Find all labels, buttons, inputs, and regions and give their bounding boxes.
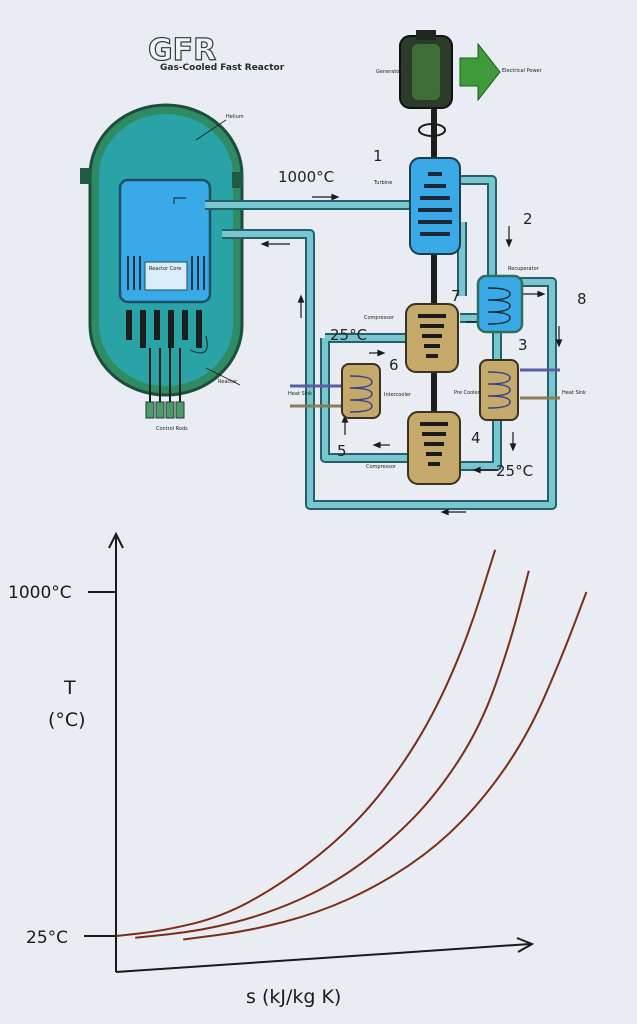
- state-point-8: 8: [577, 290, 587, 308]
- compressor-low: [407, 411, 461, 485]
- precooler-outlet-temperature: 25°C: [496, 462, 533, 480]
- x-axis: [115, 943, 531, 973]
- reactor-label: Reactor: [218, 379, 238, 385]
- logo-title: GFR: [148, 33, 216, 68]
- control-rods-label: Control Rods: [156, 426, 188, 432]
- state-point-6: 6: [389, 356, 399, 374]
- gfr-schematic: GFR Gas-Cooled Fast Reactor: [80, 30, 587, 516]
- shaft: [431, 108, 437, 476]
- turbine-inlet-temperature: 1000°C: [278, 168, 334, 186]
- compressor-bottom-label: Compressor: [366, 464, 397, 470]
- reactor-core-label: Reactor Core: [149, 266, 181, 272]
- y-axis-label-unit: (°C): [48, 709, 86, 731]
- turbine-label: Turbine: [373, 180, 392, 186]
- heat-sink-left-label: Heat Sink: [288, 391, 312, 397]
- pre-cooler: [479, 359, 519, 421]
- y-axis-arrowhead: [108, 531, 124, 549]
- turbine: [409, 157, 461, 255]
- recuperator: [476, 274, 524, 334]
- y-tick-label-1000: 1000°C: [8, 583, 72, 603]
- state-point-1: 1: [373, 147, 383, 165]
- logo-subtitle: Gas-Cooled Fast Reactor: [160, 63, 285, 73]
- helium-label: Helium: [226, 114, 244, 120]
- state-point-4: 4: [471, 429, 481, 447]
- isobar-curve-2: [135, 570, 530, 939]
- state-point-numbers: 1 2 3 4 5 6 7 8: [337, 147, 587, 460]
- heat-sink-right-label: Heat Sink: [562, 390, 586, 396]
- electrical-power-arrow: [459, 42, 501, 102]
- compressor-high: [405, 303, 459, 373]
- state-point-3: 3: [518, 336, 528, 354]
- component-labels: Generator Electrical Power Helium Turbin…: [149, 68, 586, 470]
- isobar-curve-1: [115, 549, 497, 937]
- heat-sink-lines: [290, 368, 560, 408]
- compressor-top-label: Compressor: [364, 315, 395, 321]
- y-tick-label-25: 25°C: [26, 928, 68, 948]
- state-point-5: 5: [337, 442, 347, 460]
- compressor-inlet-temperature: 25°C: [330, 326, 367, 344]
- x-axis-label: s (kJ/kg K): [246, 986, 341, 1008]
- ts-chart: 1000°C 25°C T (°C) s (kJ/kg K): [8, 531, 588, 1008]
- y-axis-label-symbol: T: [63, 677, 76, 699]
- generator: [399, 30, 453, 137]
- isobar-curve-3: [183, 591, 588, 941]
- helium-piping: [205, 175, 557, 510]
- state-point-2: 2: [523, 210, 533, 228]
- pre-cooler-label: Pre Cooler: [454, 390, 481, 396]
- recuperator-label: Recuperator: [508, 266, 540, 272]
- electrical-power-label: Electrical Power: [502, 68, 543, 74]
- control-rods: [145, 401, 185, 419]
- intercooler: [341, 363, 381, 419]
- reactor-vessel: [80, 103, 244, 402]
- intercooler-label: Intercooler: [384, 392, 412, 398]
- generator-label: Generator: [376, 69, 402, 75]
- state-point-7: 7: [451, 287, 461, 305]
- temperature-labels: 1000°C 25°C 25°C: [278, 168, 533, 480]
- isobar-curves: [115, 549, 588, 941]
- x-axis-arrowhead: [516, 937, 535, 953]
